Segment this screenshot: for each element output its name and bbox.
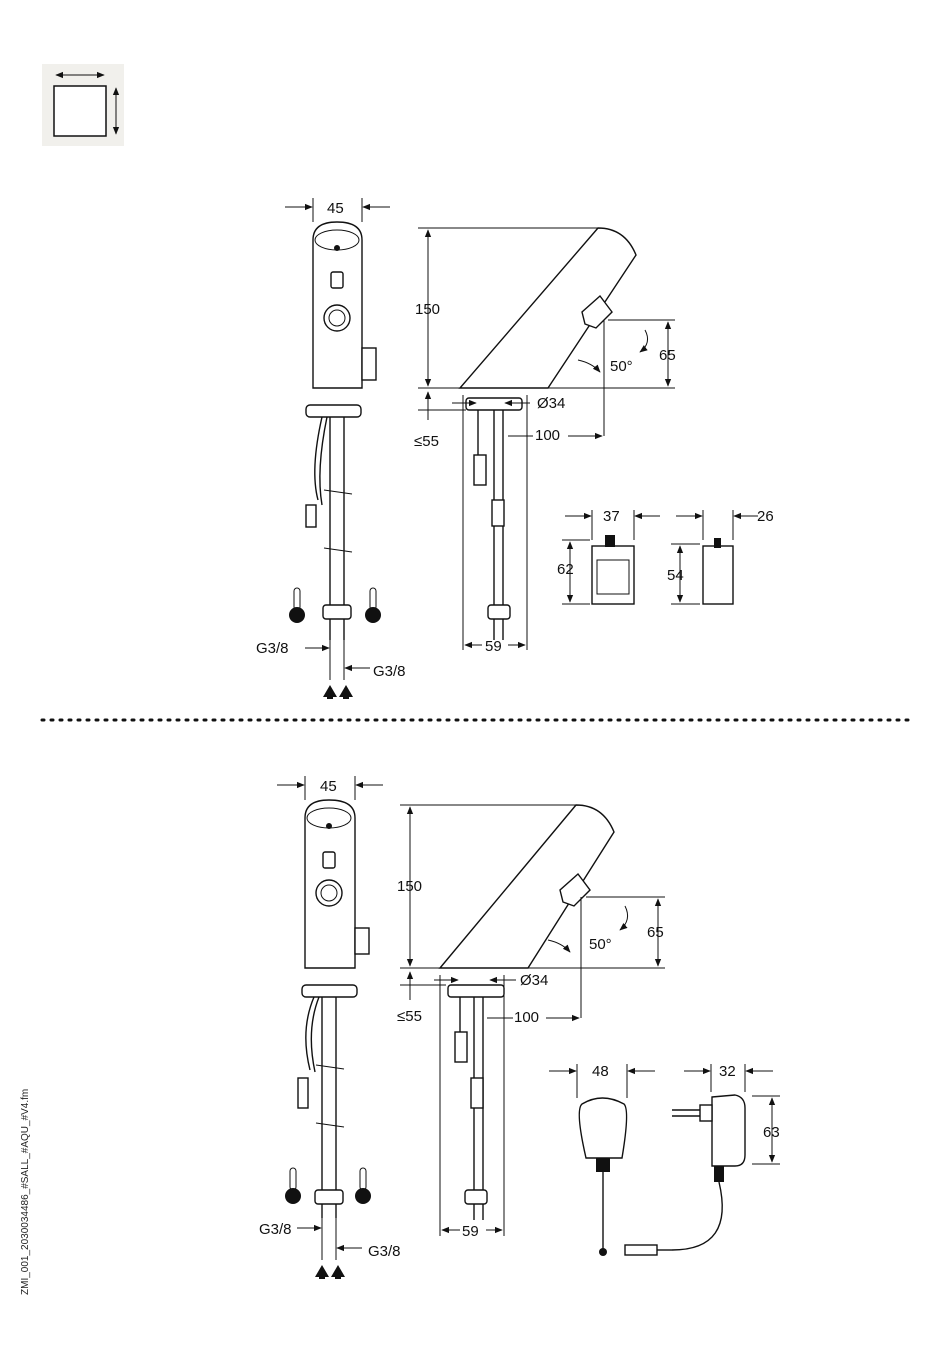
bottom-supply-width: 59 [462,1223,479,1240]
bottom-thickness: ≤55 [397,1008,422,1025]
top-height: 150 [415,301,440,318]
bottom-battery-box [549,1064,655,1256]
bottom-diameter: Ø34 [520,972,548,989]
bottom-height: 150 [397,878,422,895]
top-box-a-height: 62 [557,561,574,578]
top-sensor-height: 65 [659,347,676,364]
bottom-power-adapter [625,1064,780,1255]
top-thickness: ≤55 [414,433,439,450]
bottom-angle: 50° [589,936,612,953]
top-spout-reach: 100 [535,427,560,444]
top-conn-left: G3/8 [256,640,289,657]
dimension-sheet-icon [42,64,124,146]
bottom-adapter-height: 63 [763,1124,780,1141]
top-conn-right: G3/8 [373,663,406,680]
bottom-conn-right: G3/8 [368,1243,401,1260]
top-front-width: 45 [327,200,344,217]
bottom-front-view [277,776,383,1279]
document-code-text: ZMI_001_2030034486_#SALL_#AQU_#V4.fm [20,1089,31,1295]
top-control-box-b [671,510,758,604]
bottom-front-width: 45 [320,778,337,795]
bottom-conn-left: G3/8 [259,1221,292,1238]
bottom-box-width: 48 [592,1063,609,1080]
top-angle: 50° [610,358,633,375]
bottom-sensor-height: 65 [647,924,664,941]
top-box-b-width: 26 [757,508,774,525]
bottom-adapter-width: 32 [719,1063,736,1080]
top-supply-width: 59 [485,638,502,655]
top-box-b-height: 54 [667,567,684,584]
top-front-view [285,198,390,699]
bottom-spout-reach: 100 [514,1009,539,1026]
top-box-a-width: 37 [603,508,620,525]
document-code: ZMI_001_2030034486_#SALL_#AQU_#V4.fm [6,1040,24,1300]
top-diameter: Ø34 [537,395,565,412]
